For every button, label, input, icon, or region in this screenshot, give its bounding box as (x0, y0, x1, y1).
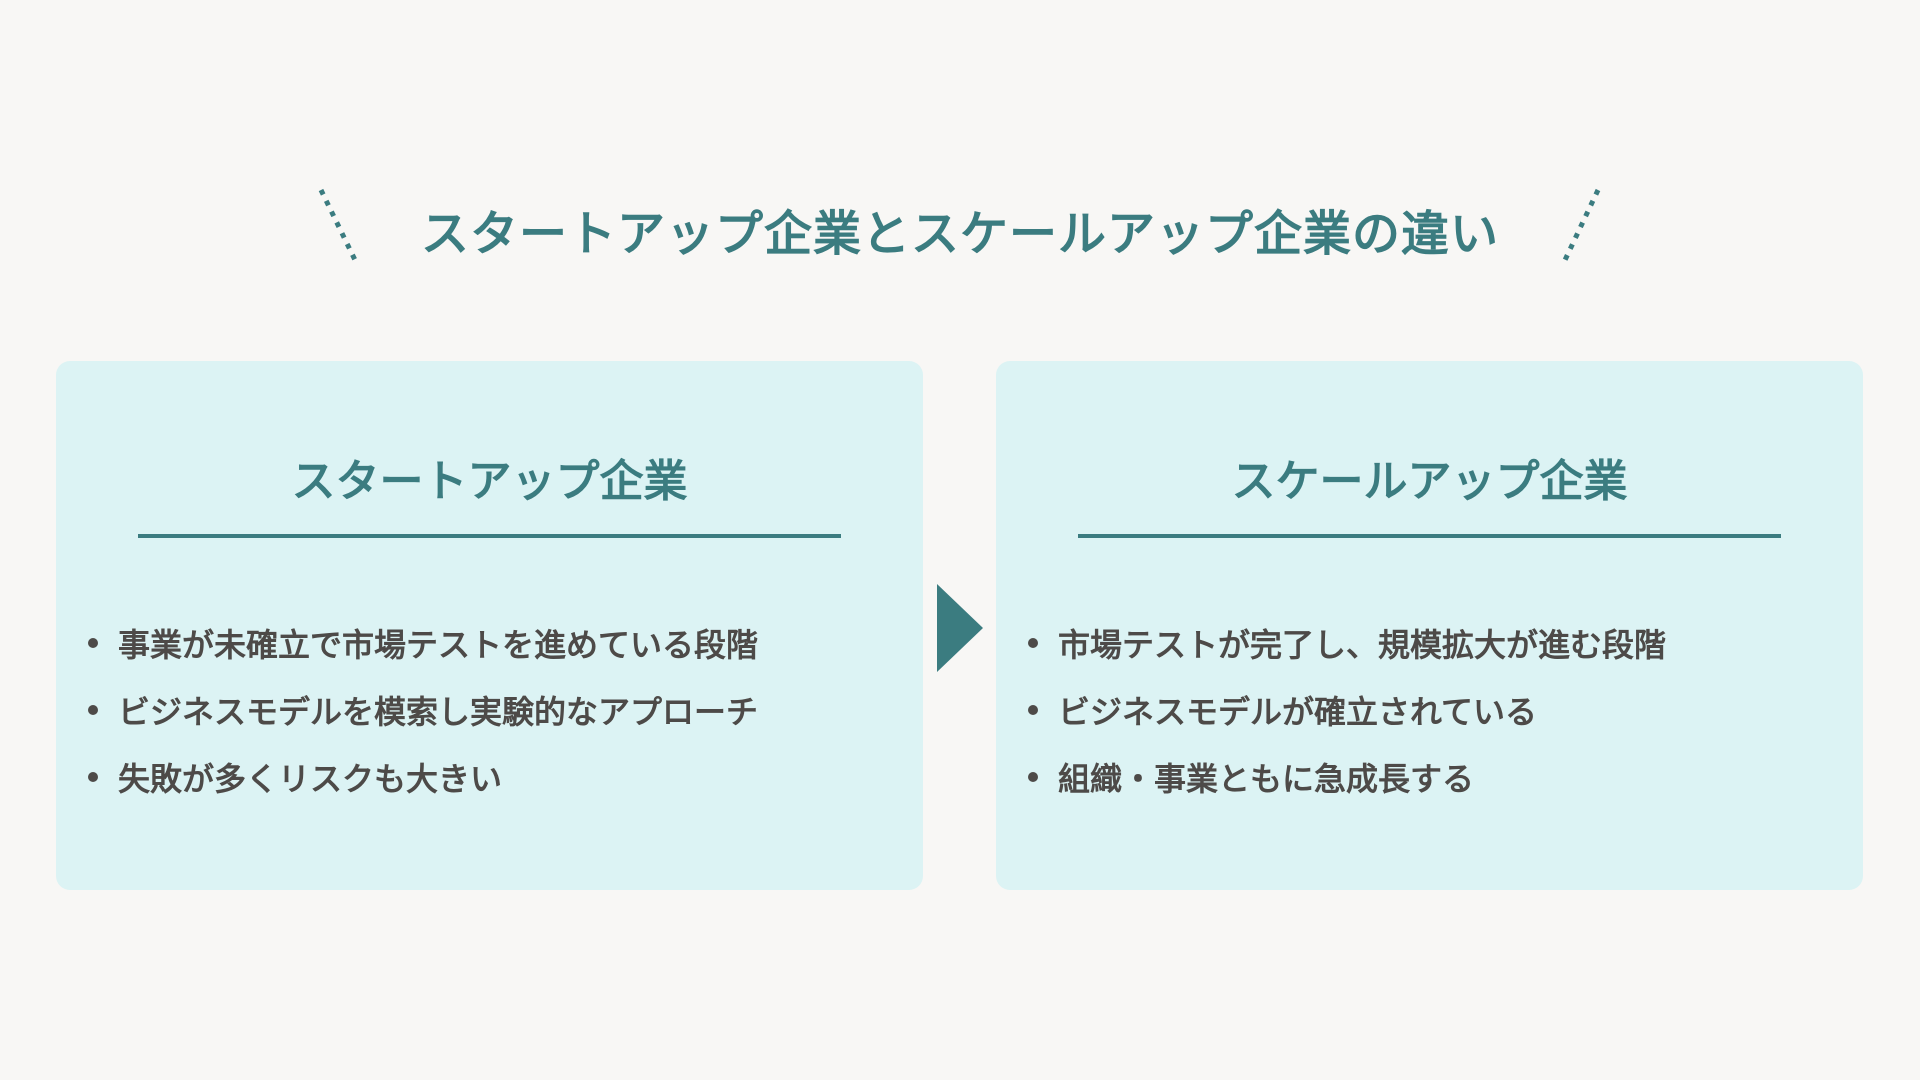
list-item-text: 組織・事業ともに急成長する (1058, 759, 1475, 798)
list-item: 失敗が多くリスクも大きい (84, 743, 758, 810)
list-item-text: ビジネスモデルが確立されている (1058, 692, 1538, 731)
list-item-text: 市場テストが完了し、規模拡大が進む段階 (1058, 625, 1667, 664)
list-item: ビジネスモデルを模索し実験的なアプローチ (84, 676, 758, 743)
right-dotted-line (1562, 188, 1601, 262)
startup-card: スタートアップ企業 事業が未確立で市場テストを進めている段階 ビジネスモデルを模… (56, 361, 923, 890)
arrow-right-icon (937, 584, 983, 672)
left-dotted-line (318, 188, 358, 262)
bullet-icon (88, 704, 98, 715)
startup-heading: スタートアップ企業 (291, 456, 688, 507)
startup-list: 事業が未確立で市場テストを進めている段階 ビジネスモデルを模索し実験的なアプロー… (84, 609, 758, 810)
list-item: ビジネスモデルが確立されている (1024, 676, 1666, 743)
list-item-text: ビジネスモデルを模索し実験的なアプローチ (118, 692, 759, 731)
bullet-icon (1028, 704, 1038, 715)
list-item: 組織・事業ともに急成長する (1024, 743, 1666, 810)
bullet-icon (1028, 771, 1038, 782)
bullet-icon (1028, 637, 1038, 648)
list-item-text: 事業が未確立で市場テストを進めている段階 (118, 625, 759, 664)
list-item: 市場テストが完了し、規模拡大が進む段階 (1024, 609, 1666, 676)
heading-divider (138, 534, 841, 538)
scaleup-card: スケールアップ企業 市場テストが完了し、規模拡大が進む段階 ビジネスモデルが確立… (996, 361, 1863, 890)
bullet-icon (88, 637, 98, 648)
scaleup-list: 市場テストが完了し、規模拡大が進む段階 ビジネスモデルが確立されている 組織・事… (1024, 609, 1666, 810)
page-title: スタートアップ企業とスケールアップ企業の違い (420, 206, 1499, 262)
list-item: 事業が未確立で市場テストを進めている段階 (84, 609, 758, 676)
heading-divider (1078, 534, 1781, 538)
bullet-icon (88, 771, 98, 782)
scaleup-heading: スケールアップ企業 (1231, 456, 1628, 507)
list-item-text: 失敗が多くリスクも大きい (118, 759, 503, 798)
